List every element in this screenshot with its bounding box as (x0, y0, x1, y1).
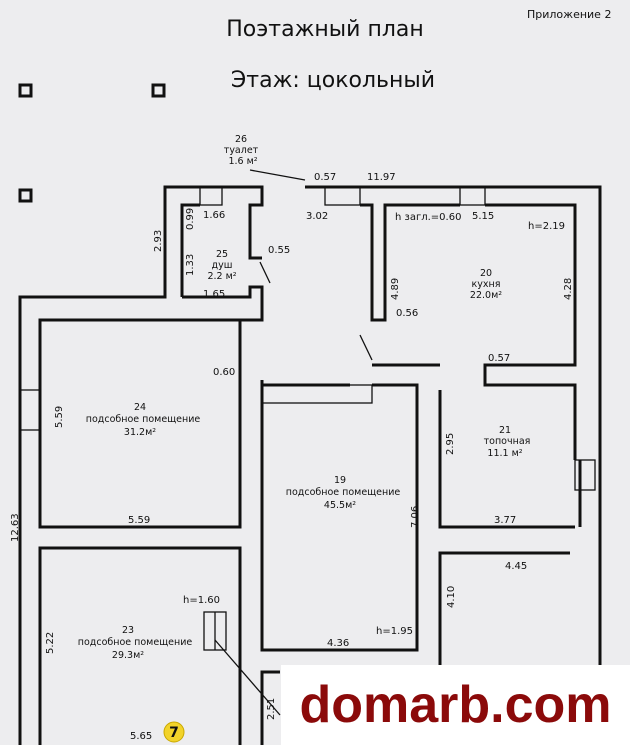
svg-text:23: 23 (122, 625, 134, 636)
svg-text:подсобное помещение: подсобное помещение (286, 487, 401, 498)
svg-text:1.33: 1.33 (185, 254, 196, 276)
plan-title: Поэтажный план (226, 17, 424, 42)
room-26: 26 туалет 1.6 м² (224, 134, 259, 167)
svg-text:4.89: 4.89 (390, 278, 401, 300)
svg-text:0.56: 0.56 (396, 308, 418, 319)
svg-text:подсобное помещение: подсобное помещение (86, 414, 201, 425)
svg-text:2.2 м²: 2.2 м² (207, 271, 236, 282)
room-24: 24 подсобное помещение 31.2м² (86, 402, 201, 438)
svg-text:4.28: 4.28 (563, 278, 574, 300)
svg-text:1.65: 1.65 (203, 289, 225, 300)
room-19: 19 подсобное помещение 45.5м² (286, 475, 401, 511)
svg-text:0.57: 0.57 (488, 353, 510, 364)
svg-text:25: 25 (216, 249, 228, 260)
svg-text:21: 21 (499, 425, 511, 436)
svg-text:4.36: 4.36 (327, 638, 349, 649)
svg-text:1.66: 1.66 (203, 210, 225, 221)
appendix-label: Приложение 2 (527, 8, 611, 21)
room-25: 25 душ 2.2 м² (207, 249, 236, 282)
listing-badge: 7 (163, 721, 185, 743)
svg-text:h=2.19: h=2.19 (528, 221, 565, 232)
svg-text:29.3м²: 29.3м² (112, 650, 144, 661)
marker-square (18, 83, 33, 98)
svg-text:2.93: 2.93 (153, 230, 164, 252)
svg-text:11.1 м²: 11.1 м² (487, 448, 522, 459)
svg-text:45.5м²: 45.5м² (324, 500, 356, 511)
svg-text:26: 26 (235, 134, 247, 145)
svg-text:7: 7 (169, 725, 179, 741)
room-21: 21 топочная 11.1 м² (484, 425, 531, 459)
svg-text:31.2м²: 31.2м² (124, 427, 156, 438)
svg-text:12.63: 12.63 (10, 513, 21, 542)
svg-text:5.15: 5.15 (472, 211, 494, 222)
room-23: 23 подсобное помещение 29.3м² (78, 625, 193, 661)
svg-text:2.51: 2.51 (266, 698, 277, 720)
svg-text:4.10: 4.10 (446, 586, 457, 608)
svg-text:кухня: кухня (472, 279, 501, 290)
svg-text:h=1.60: h=1.60 (183, 595, 220, 606)
svg-text:4.45: 4.45 (505, 561, 527, 572)
svg-text:24: 24 (134, 402, 146, 413)
svg-text:h=1.95: h=1.95 (376, 626, 413, 637)
svg-text:0.57: 0.57 (314, 172, 336, 183)
svg-text:3.02: 3.02 (306, 211, 328, 222)
svg-text:2.95: 2.95 (445, 433, 456, 455)
svg-text:0.55: 0.55 (268, 245, 290, 256)
svg-text:19: 19 (334, 475, 346, 486)
svg-text:1.6 м²: 1.6 м² (228, 156, 257, 167)
svg-text:11.97: 11.97 (367, 172, 396, 183)
svg-text:h загл.=0.60: h загл.=0.60 (395, 212, 461, 223)
svg-text:5.22: 5.22 (45, 632, 56, 654)
svg-text:подсобное помещение: подсобное помещение (78, 637, 193, 648)
marker-square (18, 188, 33, 203)
svg-text:0.99: 0.99 (185, 208, 196, 230)
svg-text:душ: душ (212, 260, 233, 271)
watermark: domarb.com (281, 665, 630, 745)
svg-text:3.77: 3.77 (494, 515, 516, 526)
svg-text:5.59: 5.59 (54, 406, 65, 428)
watermark-text: domarb.com (299, 676, 612, 734)
svg-text:22.0м²: 22.0м² (470, 290, 502, 301)
svg-text:5.65: 5.65 (130, 731, 152, 742)
svg-text:20: 20 (480, 268, 492, 279)
marker-square (151, 83, 166, 98)
floor-label: Этаж: цокольный (231, 68, 435, 93)
dimension-labels: 0.57 11.97 1.66 3.02 h загл.=0.60 5.15 h… (10, 172, 574, 742)
svg-text:5.59: 5.59 (128, 515, 150, 526)
svg-text:7.06: 7.06 (410, 506, 421, 528)
svg-text:туалет: туалет (224, 145, 259, 156)
svg-text:0.60: 0.60 (213, 367, 235, 378)
svg-text:топочная: топочная (484, 436, 531, 447)
room-20: 20 кухня 22.0м² (470, 268, 502, 301)
